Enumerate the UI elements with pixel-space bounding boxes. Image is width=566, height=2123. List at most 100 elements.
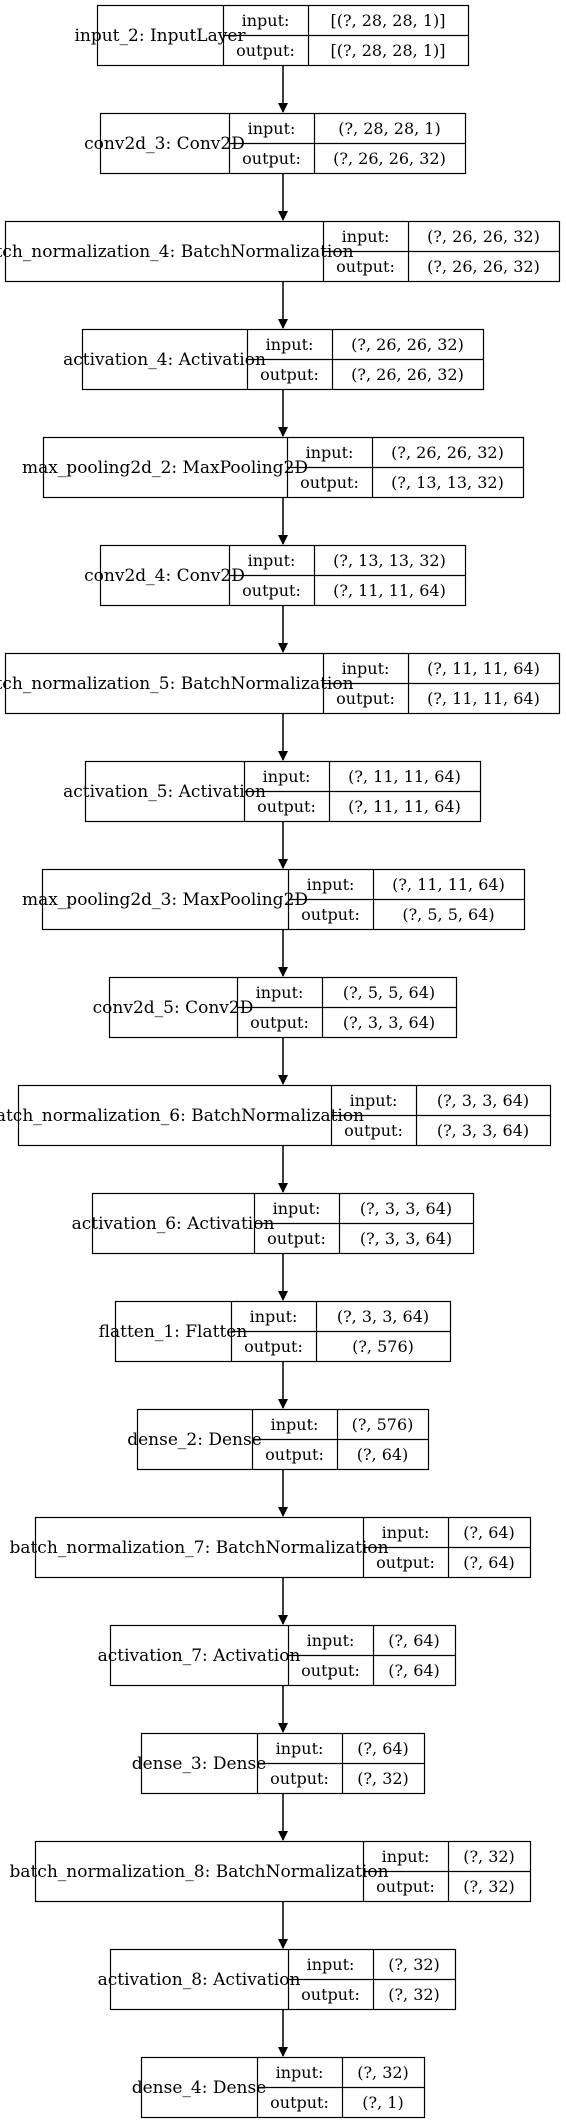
output-label: output: [270,1769,329,1788]
layer-name: input_2: InputLayer [74,26,246,46]
input-shape: (?, 3, 3, 64) [337,1307,429,1326]
layer-node: activation_6: Activationinput:output:(?,… [72,1192,475,1255]
output-label: output: [267,1229,326,1248]
input-label: input: [342,227,390,246]
input-shape: (?, 11, 11, 64) [348,767,461,786]
output-shape: [(?, 28, 28, 1)] [331,41,446,60]
layer-name: batch_normalization_4: BatchNormalizatio… [0,242,354,262]
output-shape: (?, 32) [388,1985,440,2004]
output-label: output: [300,473,359,492]
input-label: input: [248,551,296,570]
layer-name: batch_normalization_7: BatchNormalizatio… [9,1538,388,1558]
layer-node: batch_normalization_5: BatchNormalizatio… [0,652,561,715]
output-label: output: [344,1121,403,1140]
input-shape: (?, 32) [388,1955,440,1974]
layer-name: dense_4: Dense [132,2078,267,2098]
input-shape: [(?, 28, 28, 1)] [331,11,446,30]
input-shape: (?, 26, 26, 32) [391,443,504,462]
output-label: output: [376,1553,435,1572]
input-label: input: [382,1523,430,1542]
input-label: input: [307,1955,355,1974]
input-shape: (?, 3, 3, 64) [437,1091,529,1110]
output-shape: (?, 576) [352,1337,414,1356]
layer-node: activation_5: Activationinput:output:(?,… [63,760,482,823]
input-shape: (?, 64) [357,1739,409,1758]
output-shape: (?, 11, 11, 64) [333,581,446,600]
input-label: input: [273,1199,321,1218]
output-label: output: [301,905,360,924]
output-label: output: [260,365,319,384]
output-shape: (?, 11, 11, 64) [427,689,540,708]
input-shape: (?, 32) [357,2063,409,2082]
output-label: output: [244,1337,303,1356]
output-shape: (?, 13, 13, 32) [391,473,504,492]
layer-name: batch_normalization_6: BatchNormalizatio… [0,1106,364,1126]
output-shape: (?, 26, 26, 32) [427,257,540,276]
output-label: output: [236,41,295,60]
output-shape: (?, 32) [357,1769,409,1788]
output-label: output: [265,1445,324,1464]
layer-node: activation_7: Activation input: output: (?,… [98,1624,457,1687]
output-label: output: [301,1661,360,1680]
input-label: input: [342,659,390,678]
input-label: input: [271,1415,319,1434]
input-label: input: [307,875,355,894]
output-shape: (?, 3, 3, 64) [437,1121,529,1140]
output-shape: (?, 1) [362,2093,403,2112]
input-shape: (?, 26, 26, 32) [427,227,540,246]
output-shape: (?, 64) [463,1553,515,1572]
input-shape: (?, 32) [463,1847,515,1866]
output-shape: (?, 5, 5, 64) [402,905,494,924]
layer-name: flatten_1: Flatten [99,1322,248,1342]
output-label: output: [376,1877,435,1896]
output-label: output: [257,797,316,816]
input-shape: (?, 13, 13, 32) [333,551,446,570]
input-label: input: [350,1091,398,1110]
input-shape: (?, 64) [388,1631,440,1650]
layer-name: dense_2: Dense [127,1430,262,1450]
layer-node: batch_normalization_8: BatchNormalizatio… [9,1840,532,1903]
layer-name: dense_3: Dense [132,1754,267,1774]
layer-name: activation_4: Activation [63,350,266,370]
input-shape: (?, 28, 28, 1) [338,119,440,138]
input-label: input: [382,1847,430,1866]
output-label: output: [270,2093,329,2112]
layer-node: activation_8: Activationinput:output:(?,… [98,1948,457,2011]
input-shape: (?, 3, 3, 64) [360,1199,452,1218]
output-shape: (?, 3, 3, 64) [360,1229,452,1248]
output-label: output: [242,581,301,600]
input-label: input: [307,1631,355,1650]
layer-name: conv2d_3: Conv2D [84,134,245,154]
input-shape: (?, 64) [463,1523,515,1542]
input-label: input: [276,2063,324,2082]
input-label: input: [248,119,296,138]
layer-name: activation_7: Activation [98,1646,301,1666]
input-label: input: [242,11,290,30]
input-label: input: [266,335,314,354]
input-label: input: [250,1307,298,1326]
input-shape: (?, 11, 11, 64) [427,659,540,678]
input-shape: (?, 5, 5, 64) [343,983,435,1002]
input-shape: (?, 26, 26, 32) [351,335,464,354]
layer-node: batch_normalization_6: BatchNormalizatio… [0,1084,552,1147]
layer-name: batch_normalization_5: BatchNormalizatio… [0,674,354,694]
input-label: input: [306,443,354,462]
output-label: output: [242,149,301,168]
output-shape: (?, 64) [357,1445,409,1464]
output-label: output: [250,1013,309,1032]
output-shape: (?, 26, 26, 32) [333,149,446,168]
input-shape: (?, 11, 11, 64) [392,875,505,894]
layer-name: max_pooling2d_3: MaxPooling2D [22,890,308,910]
output-shape: (?, 26, 26, 32) [351,365,464,384]
output-shape: (?, 3, 3, 64) [343,1013,435,1032]
layer-node: max_pooling2d_2: MaxPooling2Dinput:outpu… [22,436,525,499]
output-label: output: [336,689,395,708]
output-shape: (?, 32) [463,1877,515,1896]
input-shape: (?, 576) [352,1415,414,1434]
